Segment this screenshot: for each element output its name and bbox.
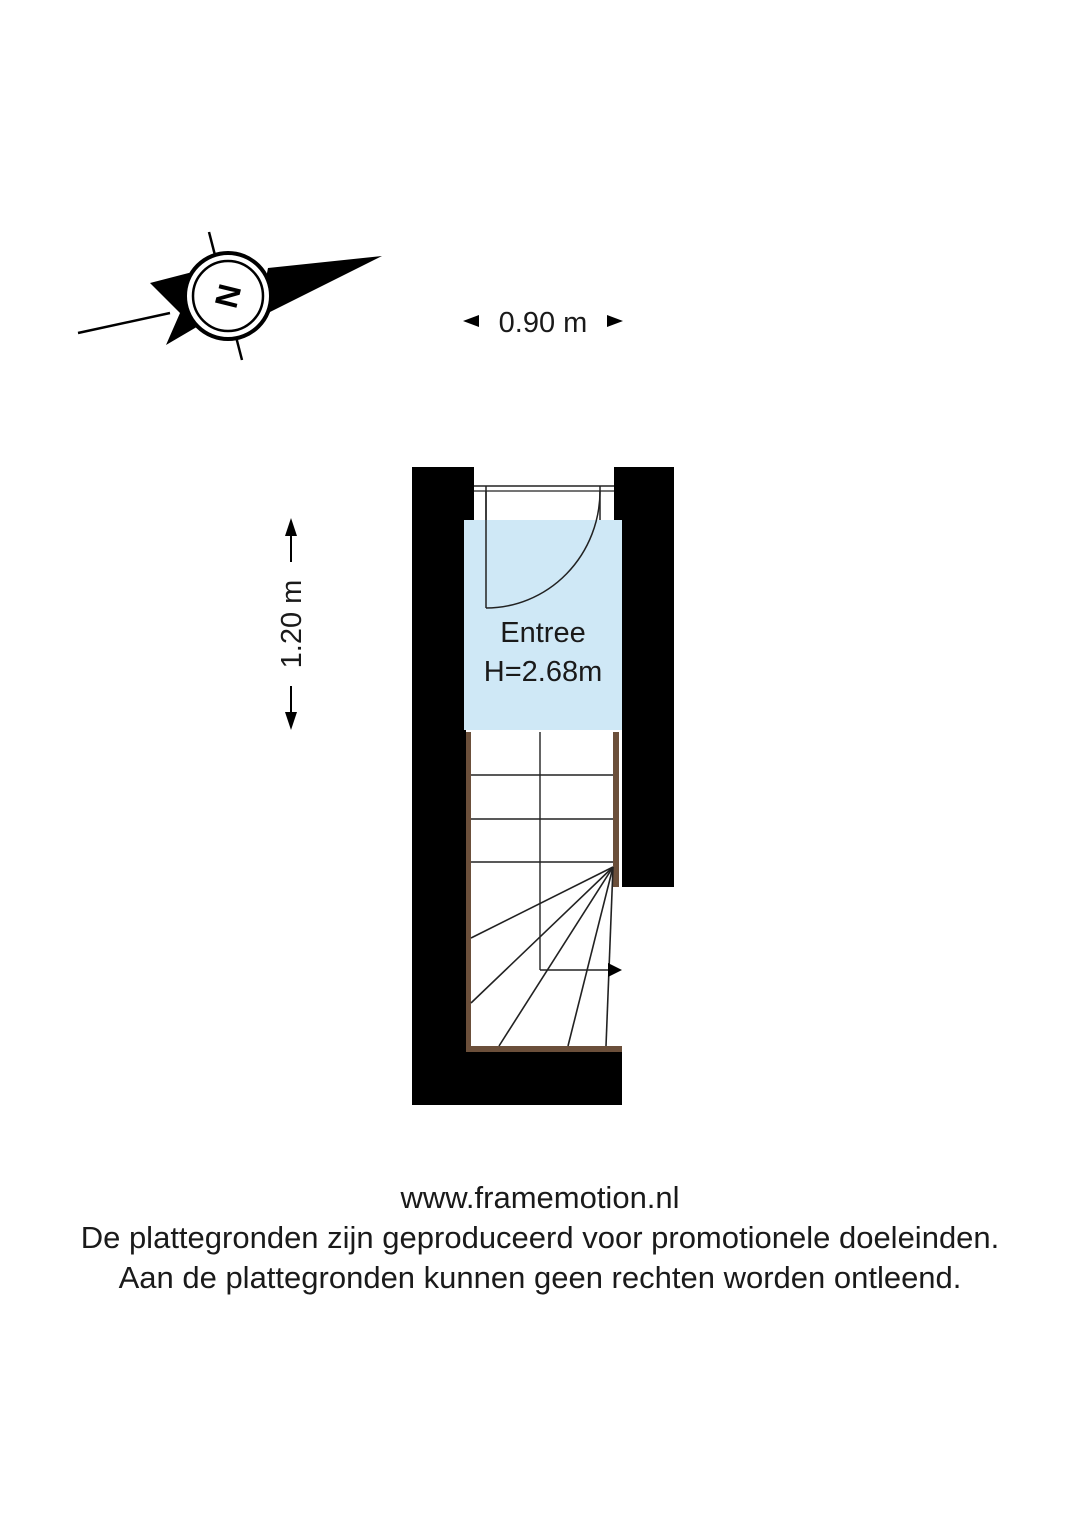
room-name: Entree [500, 617, 585, 649]
room-entree [464, 520, 622, 730]
disclaimer-line-1: De plattegronden zijn geproduceerd voor … [80, 1220, 1000, 1255]
disclaimer-line-2: Aan de plattegronden kunnen geen rechten… [118, 1260, 962, 1295]
door-swing-icon [485, 490, 601, 609]
door-opening [474, 467, 614, 520]
compass-icon: N [77, 231, 382, 361]
stair-direction-arrow-icon [608, 963, 622, 977]
website-link[interactable]: www.framemotion.nl [400, 1180, 680, 1215]
arrow-down-icon [285, 712, 297, 730]
walls [412, 467, 674, 1105]
width-label: 0.90 m [499, 307, 588, 339]
height-label: 1.20 m [276, 580, 308, 669]
height-dimension: 1.20 m [276, 518, 308, 730]
staircase [466, 730, 622, 1052]
footer: www.framemotion.nl De plattegronden zijn… [0, 1178, 1080, 1298]
arrow-up-icon [285, 518, 297, 536]
arrow-left-icon [463, 315, 479, 327]
room-height: H=2.68m [484, 656, 602, 688]
width-dimension: 0.90 m [463, 307, 623, 339]
arrow-right-icon [607, 315, 623, 327]
